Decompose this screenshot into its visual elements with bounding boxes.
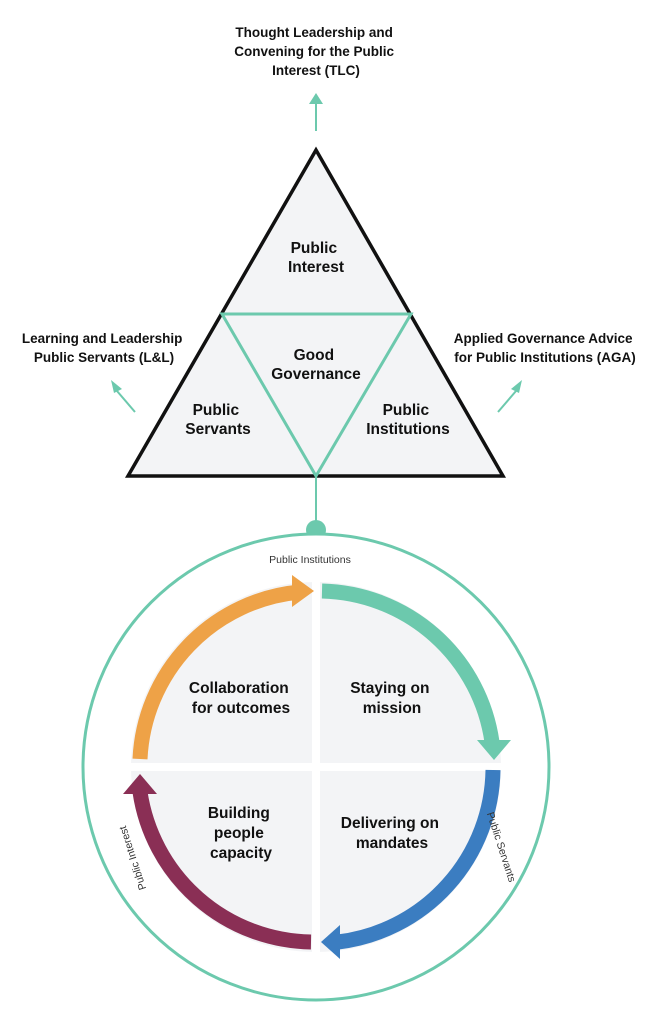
- arrow-up-left-icon: [111, 380, 136, 413]
- quadrant-label-delivering-mandates: Delivering on mandates: [341, 815, 444, 852]
- arrow-teal-head: [477, 740, 511, 760]
- arrow-up-icon: [309, 93, 323, 131]
- triangle-label-good-governance: Good Governance: [271, 347, 361, 383]
- quadrant-label-staying-on-mission: Staying on mission: [350, 680, 434, 717]
- label-tlc: Thought Leadership and Convening for the…: [234, 25, 398, 78]
- arrow-maroon-capacity: [132, 790, 312, 950]
- triangle-label-public-institutions: Public Institutions: [366, 402, 450, 438]
- triangle-label-public-interest: Public Interest: [288, 240, 344, 276]
- arrow-blue-mandates: [337, 769, 501, 950]
- label-aga: Applied Governance Advice for Public Ins…: [454, 331, 637, 365]
- inner-triangle: [219, 312, 414, 479]
- arrow-orange-head: [292, 575, 314, 607]
- outer-circle: [81, 532, 551, 1002]
- label-ll: Learning and Leadership Public Servants …: [22, 331, 186, 365]
- quadrant-label-collaboration: Collaboration for outcomes: [189, 680, 293, 717]
- arrow-blue-head: [321, 925, 340, 959]
- arrow-orange-collaboration: [132, 584, 301, 760]
- arrow-teal-mission: [321, 583, 500, 744]
- ring-label-public-institutions: Public Institutions: [269, 554, 351, 566]
- arrow-up-right-icon: [497, 380, 522, 413]
- triangle-label-public-servants: Public Servants: [185, 402, 250, 438]
- arrow-maroon-head: [123, 774, 157, 794]
- quadrant-label-building-capacity: Building people capacity: [208, 805, 274, 862]
